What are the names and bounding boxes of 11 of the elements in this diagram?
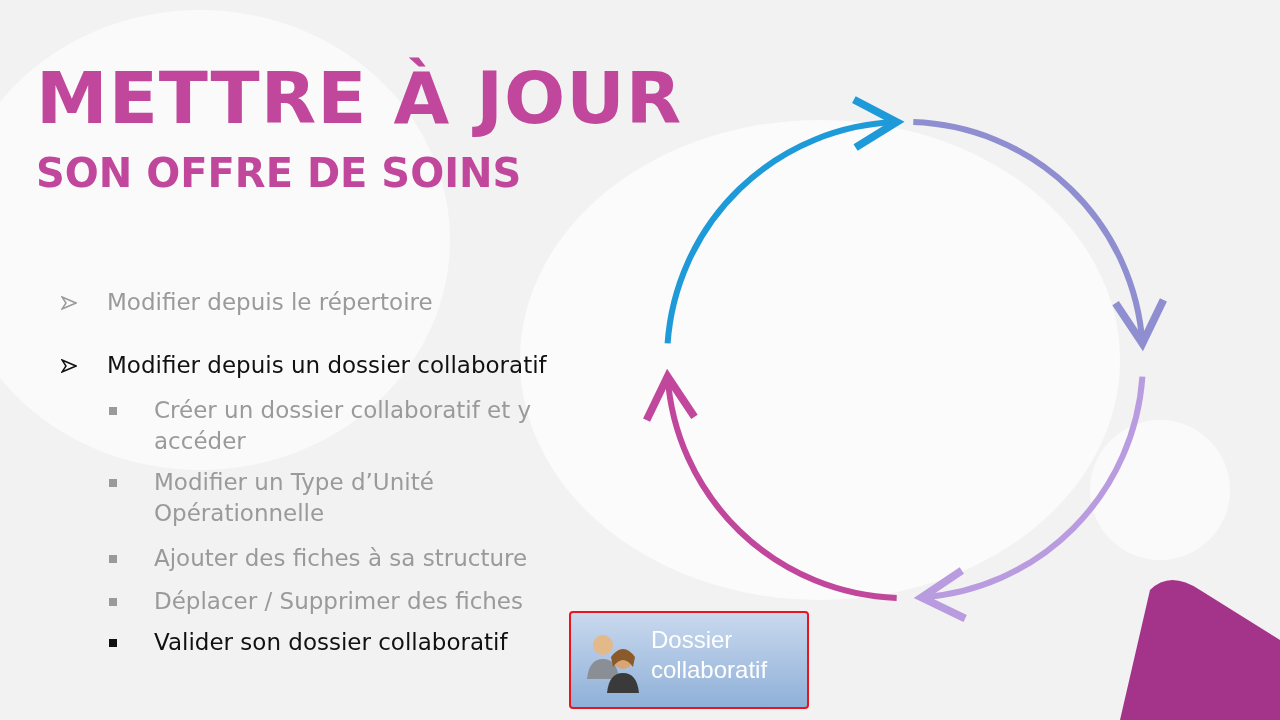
bullet-text: Valider son dossier collaboratif	[154, 628, 509, 657]
bullet-text: Modifier un Type d’Unité Opérationnelle	[154, 468, 435, 528]
bullet-text: Déplacer / Supprimer des fiches	[154, 587, 524, 616]
bullet-text: Ajouter des fiches à sa structure	[154, 544, 529, 573]
button-label: Dossier collaboratif	[651, 625, 769, 685]
collaborative-folder-button	[569, 611, 809, 709]
bullet-text: Modifier depuis un dossier collaboratif	[107, 351, 548, 380]
bullet-text: Modifier depuis le répertoire	[107, 288, 434, 317]
bullet-text: Créer un dossier collaboratif et y accéder	[154, 396, 533, 456]
slide-subtitle: SON OFFRE DE SOINS	[36, 150, 522, 196]
slide-title: METTRE À JOUR	[36, 56, 683, 140]
